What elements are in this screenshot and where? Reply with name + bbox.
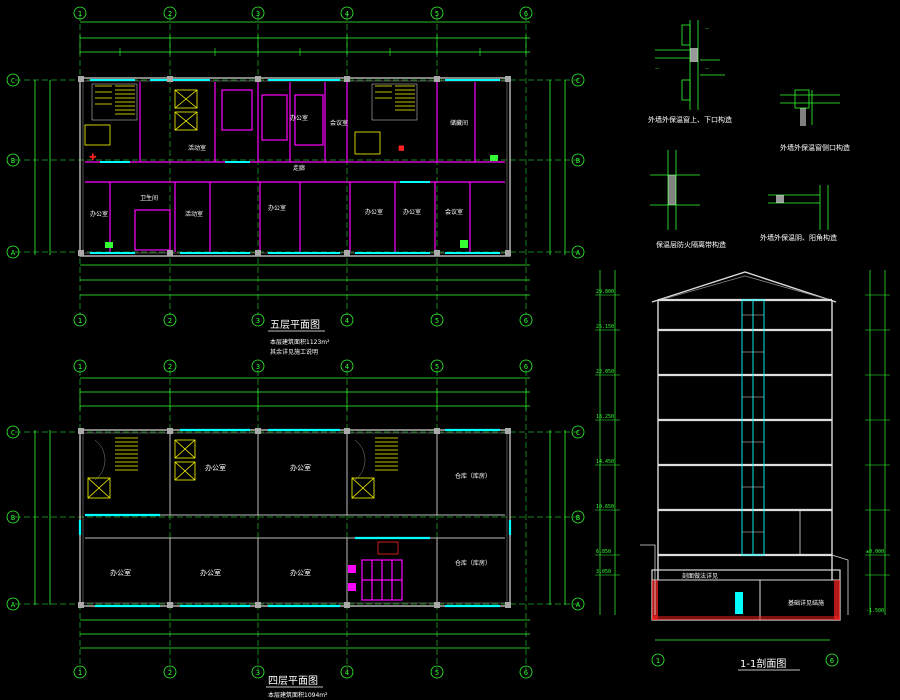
section-title: 1-1剖面图 [740, 657, 786, 670]
room-label: 办公室 [200, 568, 221, 577]
grid-row-label: B [576, 157, 580, 165]
room-label: 办公室 [268, 204, 286, 212]
construction-details: — — — 外墙外保温窗上、下口构造 外墙外保温窗侧口构造 保温层防火隔离带构造 [648, 20, 850, 249]
detail-4: 外墙外保温阴、阳角构造 [760, 185, 837, 242]
svg-text:—: — [655, 66, 659, 71]
room-label: 办公室 [365, 208, 383, 216]
detail-2: 外墙外保温窗侧口构造 [780, 89, 850, 152]
fourth-floor-plan: 办公室 办公室 办公室 办公室 办公室 仓库（库房） 仓库（库房） 1 2 3 … [6, 359, 585, 699]
level-label: 29.800 [596, 289, 614, 295]
plan-note: 其余详见施工说明 [270, 348, 318, 356]
room-label: 办公室 [290, 568, 311, 577]
grid-row-label: B [11, 157, 15, 165]
room-label: 卫生间 [140, 194, 158, 202]
detail-1: — — — 外墙外保温窗上、下口构造 [648, 20, 732, 124]
room-label: 仓库（库房） [455, 472, 491, 480]
plan-note: 本层建筑面积1094m² [268, 691, 328, 699]
level-label: ±0.000 [866, 549, 884, 555]
grid-row-label: A [11, 249, 16, 257]
grid-col-label: 1 [78, 317, 82, 325]
room-label: 办公室 [290, 463, 311, 472]
detail-title: 外墙外保温窗侧口构造 [780, 143, 850, 152]
section-1-1: 29.800 25.150 22.050 18.250 14.450 10.65… [595, 270, 890, 671]
grid-col-label: 2 [168, 317, 172, 325]
grid-col-label: 3 [256, 669, 260, 677]
grid-col-label: 6 [524, 669, 528, 677]
grid-col-label: 5 [435, 317, 439, 325]
grid-col-label: 1 [78, 669, 82, 677]
svg-text:✚: ✚ [89, 153, 97, 163]
grid-col-label: 1 [656, 657, 660, 665]
grid-col-label: 6 [830, 657, 834, 665]
level-label: 6.850 [596, 549, 611, 555]
plan-title: 五层平面图 [270, 319, 320, 331]
svg-text:—: — [705, 66, 709, 71]
level-label: 18.250 [596, 414, 614, 420]
grid-col-label: 2 [168, 363, 172, 371]
detail-3: 保温层防火隔离带构造 [650, 150, 726, 249]
section-note: 基础详见结施 [788, 599, 824, 607]
grid-col-label: 1 [78, 10, 82, 18]
grid-col-label: 6 [524, 317, 528, 325]
level-label: 22.050 [596, 369, 614, 375]
level-label: 3.050 [596, 569, 611, 575]
level-label: 14.450 [596, 459, 614, 465]
room-label: 储藏间 [450, 119, 468, 127]
grid-row-label: A [11, 601, 16, 609]
svg-text:—: — [705, 26, 709, 31]
plan-note: 本层建筑面积1123m² [270, 338, 330, 346]
grid-col-label: 5 [435, 10, 439, 18]
grid-row-label: B [576, 514, 580, 522]
room-label: 办公室 [90, 210, 108, 218]
basement [651, 569, 841, 621]
detail-title: 保温层防火隔离带构造 [656, 240, 726, 249]
grid-col-label: 4 [345, 363, 349, 371]
grid-col-label: 4 [345, 317, 349, 325]
grid-col-label: 5 [435, 669, 439, 677]
level-label: -1.500 [866, 608, 884, 614]
grid-col-label: 3 [256, 363, 260, 371]
level-label: 10.650 [596, 504, 614, 510]
room-label: 活动室 [188, 144, 206, 152]
grid-col-label: 3 [256, 10, 260, 18]
detail-title: 外墙外保温窗上、下口构造 [648, 115, 732, 124]
room-label: 走廊 [293, 164, 305, 172]
grid-row-label: C [576, 77, 580, 85]
room-label: 会议室 [330, 119, 348, 127]
room-label: 办公室 [403, 208, 421, 216]
room-label: 办公室 [290, 114, 308, 122]
grid-col-label: 4 [345, 10, 349, 18]
plan-title: 四层平面图 [268, 675, 318, 687]
detail-title: 外墙外保温阴、阳角构造 [760, 233, 837, 242]
grid-row-label: C [11, 429, 15, 437]
room-label: 办公室 [110, 568, 131, 577]
grid-row-label: C [576, 429, 580, 437]
grid-col-label: 5 [435, 363, 439, 371]
grid-row-label: A [576, 249, 581, 257]
stair-1 [91, 83, 138, 121]
grid-col-label: 6 [524, 363, 528, 371]
level-label: 25.150 [596, 324, 614, 330]
fifth-floor-plan: ✚ ■ 活动室 办公室 会议室 储藏间 办公室 卫生间 活动室 办公室 办公室 [6, 6, 585, 356]
stair-2 [371, 83, 418, 121]
grid-row-label: C [11, 77, 15, 85]
grid-row-label: B [11, 514, 15, 522]
room-label: 仓库（库房） [455, 559, 491, 567]
grid-col-label: 1 [78, 363, 82, 371]
grid-col-label: 3 [256, 317, 260, 325]
grid-col-label: 2 [168, 10, 172, 18]
svg-text:■: ■ [398, 144, 405, 152]
grid-col-label: 4 [345, 669, 349, 677]
grid-row-label: A [576, 601, 581, 609]
section-note: 剖面做法详见 [682, 572, 718, 580]
room-label: 活动室 [185, 210, 203, 218]
grid-col-label: 2 [168, 669, 172, 677]
room-label: 会议室 [445, 208, 463, 216]
grid-col-label: 6 [524, 10, 528, 18]
room-label: 办公室 [205, 463, 226, 472]
